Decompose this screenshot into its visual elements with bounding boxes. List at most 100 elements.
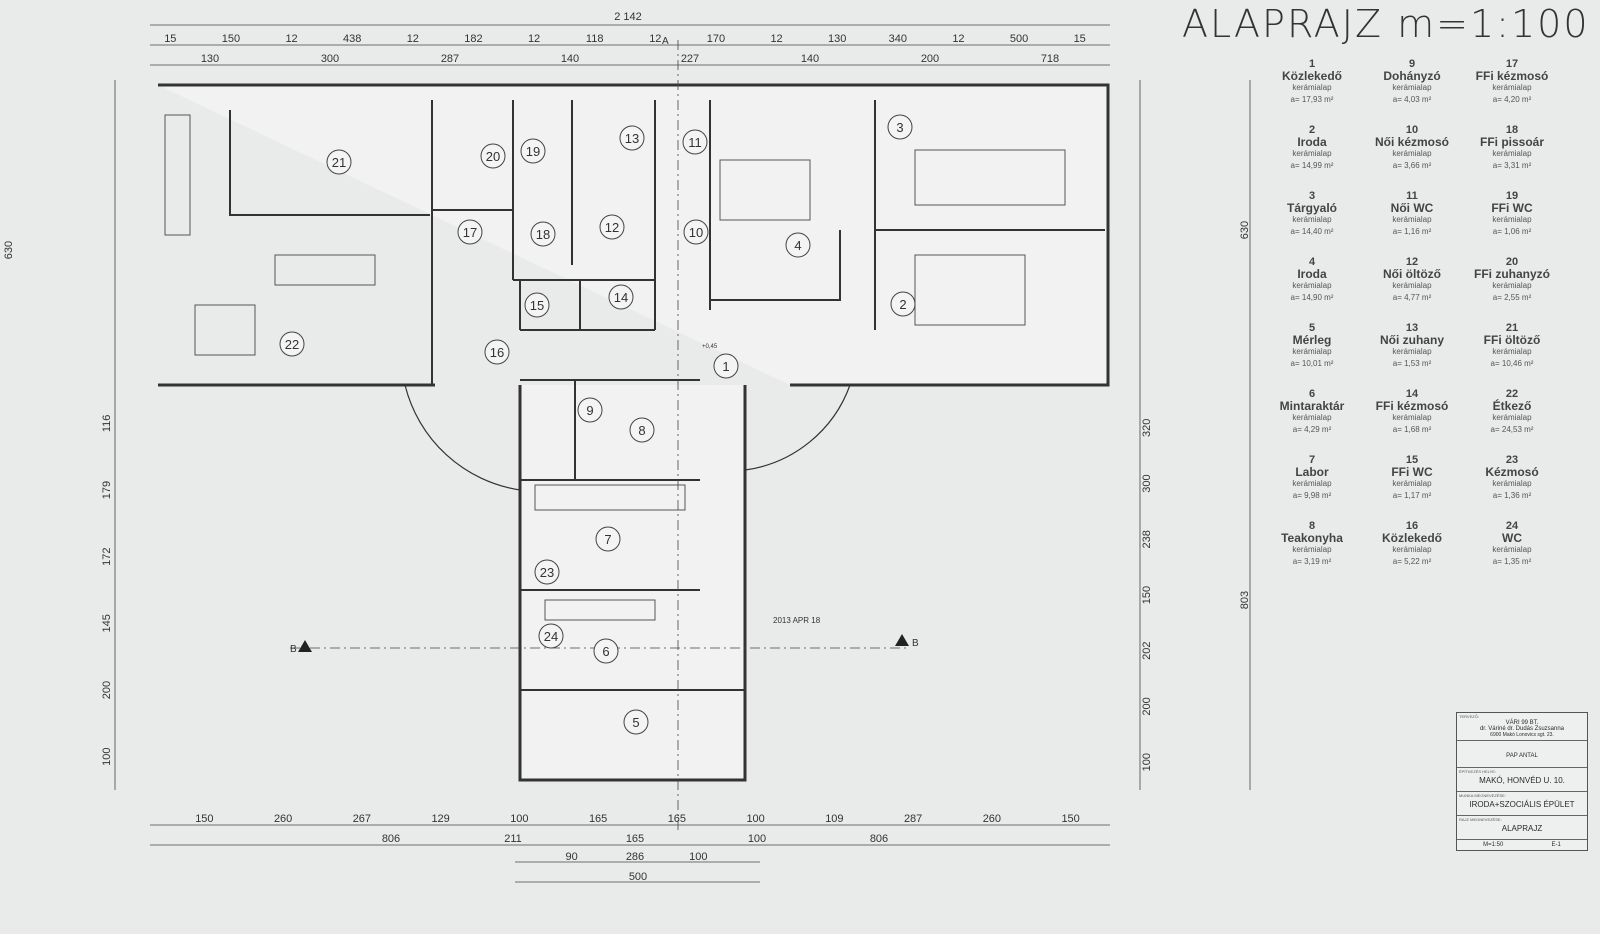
legend-area: a= 1,36 m² <box>1492 491 1532 500</box>
dimension-label: 150 <box>1141 586 1153 604</box>
dimension-total-label: 2 142 <box>614 11 642 23</box>
legend-area: a= 3,66 m² <box>1392 161 1432 170</box>
room-number-label: 16 <box>490 345 504 360</box>
room-number-label: 23 <box>540 565 554 580</box>
designer-section: TERVEZŐ: VÁRI 99 BT. dr. Váriné dr. Dudá… <box>1457 713 1587 741</box>
legend-area: a= 4,03 m² <box>1392 95 1432 104</box>
legend-area: a= 14,99 m² <box>1290 161 1334 170</box>
room-number-marker <box>480 143 506 169</box>
room-number-marker <box>623 709 649 735</box>
legend-room-name: Közlekedő <box>1381 531 1442 545</box>
room-number-marker <box>593 638 619 664</box>
dimension-label: 12 <box>770 33 782 45</box>
legend-area: a= 24,53 m² <box>1490 425 1534 434</box>
legend-room-number: 8 <box>1308 520 1316 532</box>
dimension-label: 170 <box>707 33 725 45</box>
dimension-total-label: 630 <box>3 241 15 259</box>
room-number-label: 18 <box>536 227 550 242</box>
dimension-label: 100 <box>1141 753 1153 771</box>
scale-value: M=1:50 <box>1483 842 1504 848</box>
legend-room-name: Mintaraktár <box>1279 399 1345 413</box>
designer-name: dr. Váriné dr. Dudás Zsuzsanna <box>1479 726 1565 732</box>
approval-stamp-date: 2013 APR 18 <box>773 616 821 625</box>
dimension-label: 12 <box>528 33 540 45</box>
work-section: MUNKA MEGNEVEZÉSE:IRODA+SZOCIÁLIS ÉPÜLET <box>1457 792 1587 816</box>
legend-floor-type: kerámialap <box>1492 215 1532 224</box>
legend-room-number: 4 <box>1308 256 1316 268</box>
room-number-marker <box>577 397 603 423</box>
drawing-title: ALAPRAJZ m=1:100 <box>1182 2 1590 46</box>
dimension-label: 260 <box>983 813 1001 825</box>
dimension-label: 90 <box>566 851 578 863</box>
room-number-label: 5 <box>632 715 639 730</box>
legend-floor-type: kerámialap <box>1292 281 1332 290</box>
dimension-label: 200 <box>921 53 939 65</box>
room-number-label: 20 <box>486 149 500 164</box>
legend-room-name: Tárgyaló <box>1286 201 1337 215</box>
legend-room-number: 15 <box>1405 454 1419 466</box>
dimension-label: 267 <box>353 813 371 825</box>
room-number-label: 9 <box>586 403 593 418</box>
legend-area: a= 1,06 m² <box>1492 227 1532 236</box>
drawing-value: ALAPRAJZ <box>1501 824 1543 833</box>
site-section: ÉPÍTKEZÉS HELYE:MAKÓ, HONVÉD U. 10. <box>1457 768 1587 792</box>
legend-floor-type: kerámialap <box>1292 83 1332 92</box>
person-name: PAP ANTAL <box>1506 753 1538 759</box>
legend-room-number: 11 <box>1406 190 1418 202</box>
dimension-label: 202 <box>1141 642 1153 660</box>
dimension-label: 300 <box>321 53 339 65</box>
dimension-label: 286 <box>626 851 644 863</box>
legend-room-number: 19 <box>1505 190 1519 202</box>
work-label: MUNKA MEGNEVEZÉSE: <box>1459 793 1506 798</box>
room-number-marker <box>534 559 560 585</box>
legend-room-name: Dohányzó <box>1383 69 1441 83</box>
legend-floor-type: kerámialap <box>1492 545 1532 554</box>
dimension-total-label: 630 <box>1239 221 1251 239</box>
dimension-total-label: 803 <box>1239 591 1251 609</box>
dimension-label: 320 <box>1141 419 1153 437</box>
room-number-marker <box>595 526 621 552</box>
legend-floor-type: kerámialap <box>1492 281 1532 290</box>
legend-floor-type: kerámialap <box>1492 83 1532 92</box>
room-number-marker <box>520 138 546 164</box>
dimension-label: 130 <box>201 53 219 65</box>
room-number-marker <box>279 331 305 357</box>
dimension-label: 238 <box>1141 530 1153 548</box>
legend-floor-type: kerámialap <box>1292 545 1332 554</box>
dimension-label: 172 <box>101 547 113 565</box>
legend-room-name: Női kézmosó <box>1374 135 1449 149</box>
legend-area: a= 3,31 m² <box>1492 161 1532 170</box>
legend-area: a= 1,17 m² <box>1392 491 1432 500</box>
room-number-label: 15 <box>530 298 544 313</box>
room-number-marker <box>890 291 916 317</box>
legend-room-name: Labor <box>1295 465 1329 479</box>
room-number-label: 12 <box>605 220 619 235</box>
room-number-marker <box>785 232 811 258</box>
room-number-marker <box>608 284 634 310</box>
legend-room-number: 12 <box>1405 256 1419 268</box>
legend-room-name: Mérleg <box>1292 333 1332 347</box>
dimension-label: 116 <box>101 415 113 433</box>
dimension-label: 806 <box>870 833 888 845</box>
legend-floor-type: kerámialap <box>1392 479 1432 488</box>
room-number-marker <box>538 623 564 649</box>
legend-room-name: FFi kézmosó <box>1375 399 1449 413</box>
dimension-label: 140 <box>561 53 579 65</box>
legend-floor-type: kerámialap <box>1392 215 1432 224</box>
room-number-label: 7 <box>604 532 611 547</box>
legend-room-number: 22 <box>1505 388 1519 400</box>
dimension-label: 145 <box>101 614 113 632</box>
room-number-label: 6 <box>602 644 609 659</box>
legend-floor-type: kerámialap <box>1392 413 1432 422</box>
section-b-right-label: B <box>912 638 919 649</box>
dimension-label: 227 <box>681 53 699 65</box>
legend-room-name: Közlekedő <box>1281 69 1342 83</box>
dimension-label: 165 <box>668 813 686 825</box>
